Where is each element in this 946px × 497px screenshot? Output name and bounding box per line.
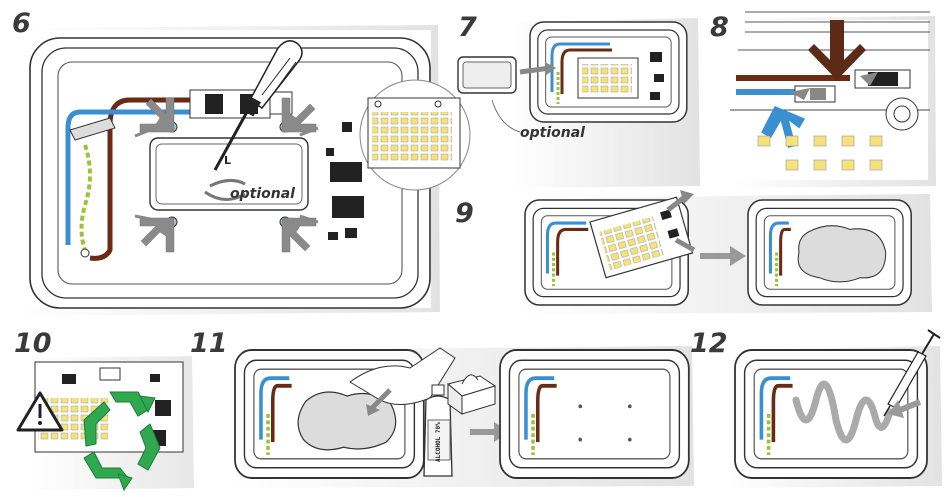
step-6-panel: L optional 6	[12, 8, 471, 316]
step-7-number: 7	[458, 12, 477, 43]
warning-icon	[16, 391, 64, 432]
syringe-icon	[883, 329, 941, 417]
step-11-number: 11	[190, 328, 228, 359]
alcohol-bottle-label: ALCOHOL 70%	[435, 422, 442, 462]
step-6-number: 6	[12, 8, 31, 39]
step-9-panel: 9	[455, 190, 932, 314]
step-12-number: 12	[690, 328, 728, 359]
step-11-panel: ALCOHOL 70% 11	[190, 328, 694, 488]
step-8-panel: 8	[710, 11, 936, 188]
alcohol-bottle-icon: ALCOHOL 70%	[423, 384, 453, 477]
screwdriver-icon	[213, 40, 303, 171]
led-module-icon	[359, 79, 471, 191]
step-7-optional-label: optional	[520, 125, 585, 141]
step-9-number: 9	[455, 198, 474, 229]
step-10-panel: 10	[14, 328, 194, 492]
step-10-number: 10	[14, 328, 52, 359]
step-6-optional-label: optional	[230, 186, 295, 202]
step-12-panel: 12	[690, 328, 942, 488]
thermal-paste-icon	[792, 380, 894, 444]
tissue-box-icon	[446, 374, 497, 415]
recycle-icon	[83, 391, 161, 492]
step-8-number: 8	[710, 12, 729, 43]
step-7-panel: optional 7	[457, 12, 700, 188]
wire-l-label: L	[224, 154, 231, 167]
